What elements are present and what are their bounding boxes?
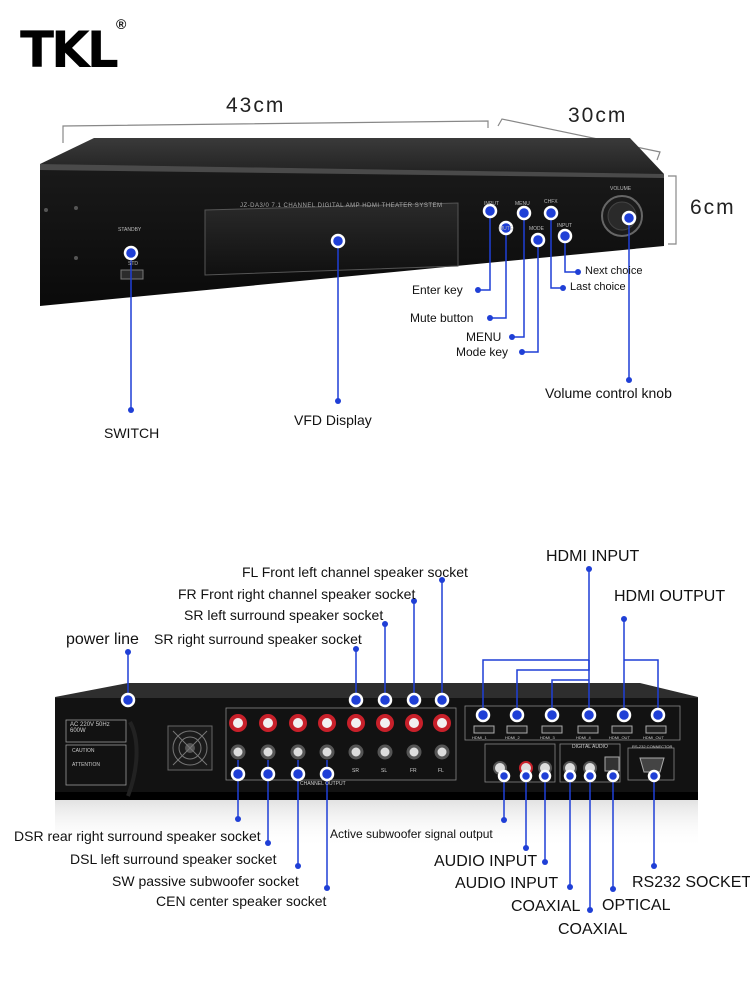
- channel-output-text: CHANNEL OUTPUT: [300, 781, 346, 787]
- depth-dimension: 30cm: [568, 104, 628, 127]
- ac-text: 50Hz: [95, 722, 110, 728]
- coaxial-label: COAXIAL: [511, 898, 581, 915]
- hdmi-tag: HDMI_3: [540, 735, 555, 740]
- hdmi-tag: HDMI_4: [576, 735, 591, 740]
- rear-unit: [55, 683, 698, 848]
- width-dimension: 43cm: [226, 94, 286, 117]
- speaker-tag: FR: [410, 768, 417, 774]
- menu-label: MENU: [466, 330, 502, 344]
- hdmi-tag: HDMI_OUT: [609, 735, 630, 740]
- hdmi-tag: HDMI_2: [505, 735, 520, 740]
- speaker-tag: FL: [438, 768, 444, 774]
- power-line-label: power line: [66, 631, 139, 648]
- optical-label: OPTICAL: [602, 897, 671, 914]
- ac-text: AC: [70, 722, 79, 728]
- ac-text: 220V: [80, 722, 95, 728]
- volume-knob-label: Volume control knob: [545, 385, 672, 401]
- attention-text: ATTENTION: [72, 762, 100, 768]
- vfd-label: VFD Display: [294, 412, 372, 428]
- enter-key-label: Enter key: [412, 283, 463, 297]
- standby-text: STANDBY: [118, 227, 142, 233]
- sw-label: SW passive subwoofer socket: [112, 873, 299, 889]
- dsr-label: DSR rear right surround speaker socket: [14, 828, 261, 844]
- brand-logo: TKL: [20, 21, 119, 79]
- panel-button-text: INPUT: [484, 201, 499, 207]
- rs232-text: RS-232 CONNECTOR: [632, 744, 673, 749]
- panel-button-text: CHFX: [544, 199, 558, 205]
- speaker-terminals-top: [229, 714, 451, 732]
- volume-text: VOLUME: [610, 186, 632, 192]
- rs232-socket-label: RS232 SOCKET: [632, 874, 750, 891]
- digital-audio-text: DIGITAL AUDIO: [572, 744, 608, 750]
- panel-button-text: MENU: [515, 201, 530, 207]
- panel-button-text: INPUT: [557, 223, 572, 229]
- front-callout-lines: [130, 211, 630, 410]
- speaker-terminals-bottom: [230, 744, 450, 760]
- sr-right-label: SR right surround speaker socket: [154, 631, 362, 647]
- rear-markers: [120, 692, 666, 783]
- caution-text: CAUTION: [72, 748, 95, 754]
- model-text: JZ-DA3/0 7.1 CHANNEL DIGITAL AMP HDMI TH…: [240, 203, 443, 209]
- hdmi-input-label: HDMI INPUT: [546, 548, 640, 565]
- audio-input-label: AUDIO INPUT: [434, 853, 538, 870]
- height-dimension: 6cm: [690, 196, 736, 219]
- audio-input-label: AUDIO INPUT: [455, 875, 559, 892]
- front-markers: [123, 203, 637, 261]
- ac-text: 600W: [70, 728, 86, 734]
- sr-left-label: SR left surround speaker socket: [184, 607, 384, 623]
- hdmi-tag: HDMI_1: [472, 735, 487, 740]
- coaxial-label: COAXIAL: [558, 921, 628, 938]
- speaker-tag: SR: [352, 768, 359, 774]
- front-callout-dots: [128, 269, 632, 413]
- rear-callout-dots: [125, 566, 657, 913]
- front-unit: [40, 138, 664, 306]
- rear-callout-lines: [127, 569, 659, 910]
- mute-label: Mute button: [410, 311, 474, 325]
- fl-label: FL Front left channel speaker socket: [242, 564, 468, 580]
- hdmi-ports: [473, 725, 667, 734]
- dimension-lines: [62, 118, 677, 245]
- speaker-tag: SL: [381, 768, 388, 774]
- std-text: STD: [128, 261, 138, 267]
- mode-key-label: Mode key: [456, 345, 509, 359]
- hdmi-tag: HDMI_OUT: [643, 735, 664, 740]
- switch-label: SWITCH: [104, 425, 160, 441]
- ac-rating: AC 220V 50Hz 600W: [70, 722, 126, 734]
- hdmi-output-label: HDMI OUTPUT: [614, 588, 726, 605]
- last-choice-label: Last choice: [570, 281, 626, 293]
- panel-button-text: MUTE: [499, 226, 514, 232]
- active-subwoofer-label: Active subwoofer signal output: [330, 827, 493, 841]
- dsl-label: DSL left surround speaker socket: [70, 851, 277, 867]
- panel-button-text: MODE: [529, 226, 544, 232]
- cen-label: CEN center speaker socket: [156, 893, 327, 909]
- next-choice-label: Next choice: [585, 265, 643, 277]
- fr-label: FR Front right channel speaker socket: [178, 586, 416, 602]
- registered-mark: ®: [116, 16, 127, 32]
